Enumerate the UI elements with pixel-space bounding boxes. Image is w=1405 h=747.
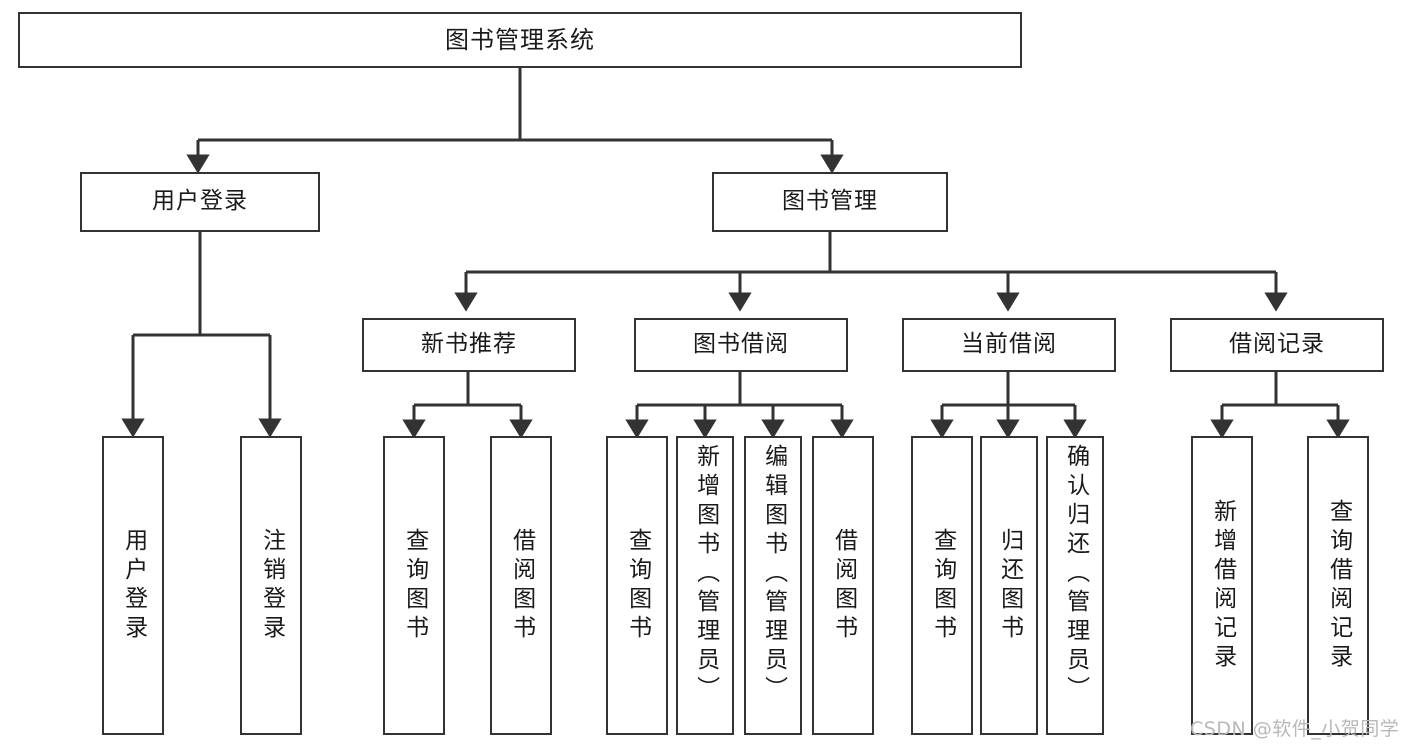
node-leaf-query-book-3[interactable]: 查询图书 (911, 436, 973, 735)
node-label: 注销登录 (258, 527, 285, 644)
node-leaf-confirm-return[interactable]: 确认归还（管理员） (1046, 436, 1104, 735)
node-label: 新增借阅记录 (1209, 498, 1236, 673)
node-label: 借阅图书 (508, 527, 535, 644)
node-root-system[interactable]: 图书管理系统 (18, 12, 1022, 68)
node-label: 归还图书 (996, 527, 1023, 644)
node-label: 借阅图书 (830, 527, 857, 644)
node-user-login[interactable]: 用户登录 (80, 172, 320, 232)
node-leaf-add-borrow-record[interactable]: 新增借阅记录 (1191, 436, 1253, 735)
node-label: 查询图书 (624, 527, 651, 644)
node-leaf-query-book-1[interactable]: 查询图书 (383, 436, 445, 735)
node-leaf-query-borrow-record[interactable]: 查询借阅记录 (1307, 436, 1369, 735)
node-leaf-return-book[interactable]: 归还图书 (980, 436, 1038, 735)
csdn-watermark: CSDN @软件_小贺同学 (1190, 718, 1400, 740)
node-leaf-edit-book[interactable]: 编辑图书（管理员） (744, 436, 802, 735)
node-label: 编辑图书（管理员） (760, 444, 787, 705)
node-label: 确认归还（管理员） (1062, 444, 1089, 705)
node-label: 新增图书（管理员） (692, 444, 719, 705)
node-label: 用户登录 (120, 527, 147, 644)
node-leaf-borrow-book-1[interactable]: 借阅图书 (490, 436, 552, 735)
node-new-book-recommend[interactable]: 新书推荐 (362, 318, 576, 372)
node-label: 当前借阅 (961, 331, 1057, 358)
node-leaf-user-login[interactable]: 用户登录 (102, 436, 164, 735)
node-label: 图书借阅 (693, 331, 789, 358)
node-current-borrow[interactable]: 当前借阅 (902, 318, 1116, 372)
node-label: 图书管理系统 (445, 25, 595, 54)
node-label: 用户登录 (152, 188, 248, 215)
node-label: 查询图书 (929, 527, 956, 644)
node-book-borrow[interactable]: 图书借阅 (634, 318, 848, 372)
node-label: 查询借阅记录 (1325, 498, 1352, 673)
node-label: 新书推荐 (421, 331, 517, 358)
node-leaf-query-book-2[interactable]: 查询图书 (606, 436, 668, 735)
node-leaf-borrow-book-2[interactable]: 借阅图书 (812, 436, 874, 735)
node-leaf-logout-login[interactable]: 注销登录 (240, 436, 302, 735)
node-label: 借阅记录 (1229, 331, 1325, 358)
node-leaf-add-book[interactable]: 新增图书（管理员） (676, 436, 734, 735)
node-borrow-record[interactable]: 借阅记录 (1170, 318, 1384, 372)
node-label: 查询图书 (401, 527, 428, 644)
node-book-management[interactable]: 图书管理 (712, 172, 948, 232)
node-label: 图书管理 (782, 188, 878, 215)
